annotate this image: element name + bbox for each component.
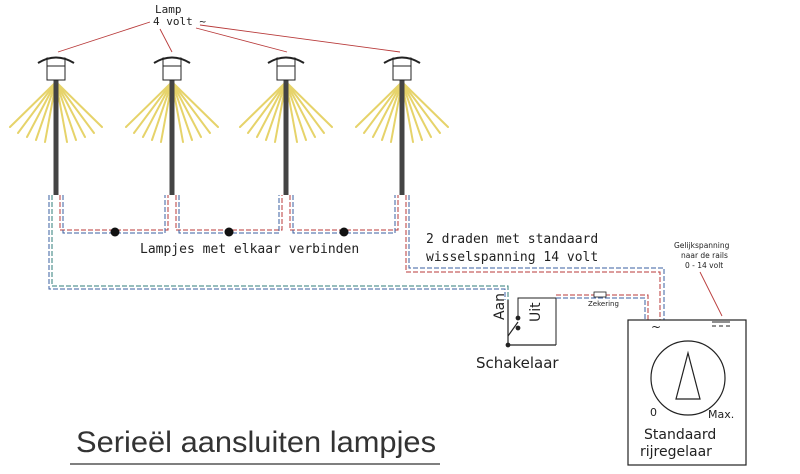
page-title: Serieël aansluiten lampjes xyxy=(76,426,436,459)
regulator-line1: Standaard xyxy=(644,427,716,443)
switch-wire xyxy=(517,294,649,345)
return-wire xyxy=(48,195,509,300)
lamp-1 xyxy=(9,56,103,195)
lamp-title: Lamp xyxy=(155,3,182,16)
lamp-4 xyxy=(355,56,449,195)
dc-leader-line xyxy=(699,271,723,317)
dial-max-label: Max. xyxy=(708,408,734,421)
lamp-3 xyxy=(239,56,333,195)
dial-min-label: 0 xyxy=(650,406,657,419)
dc-note-line1: Gelijkspanning xyxy=(674,241,730,250)
switch-symbol xyxy=(505,300,556,348)
switch-off-label: Uit xyxy=(528,302,544,322)
lamp-voltage: 4 volt ~ xyxy=(153,15,206,28)
ac-symbol: ~ xyxy=(651,320,661,334)
series-wiring xyxy=(59,195,399,234)
junction-dots xyxy=(110,227,349,237)
wires-text-line1: 2 draden met standaard xyxy=(426,232,598,247)
fuse-symbol xyxy=(593,291,607,298)
switch-on-label: Aan xyxy=(492,293,508,320)
dc-note-line2: naar de rails xyxy=(681,251,728,260)
dc-terminal-symbol xyxy=(712,321,730,327)
lamp-leader-lines xyxy=(57,21,401,53)
switch-name: Schakelaar xyxy=(476,354,559,372)
fuse-label: Zekering xyxy=(588,300,619,308)
regulator-line2: rijregelaar xyxy=(640,444,712,460)
wires-text-line2: wisselspanning 14 volt xyxy=(426,250,598,265)
dial-pointer xyxy=(675,350,701,400)
lamp-2 xyxy=(125,56,219,195)
supply-wire xyxy=(405,195,665,320)
connect-text: Lampjes met elkaar verbinden xyxy=(140,242,359,257)
dc-note-line3: 0 - 14 volt xyxy=(685,261,723,270)
